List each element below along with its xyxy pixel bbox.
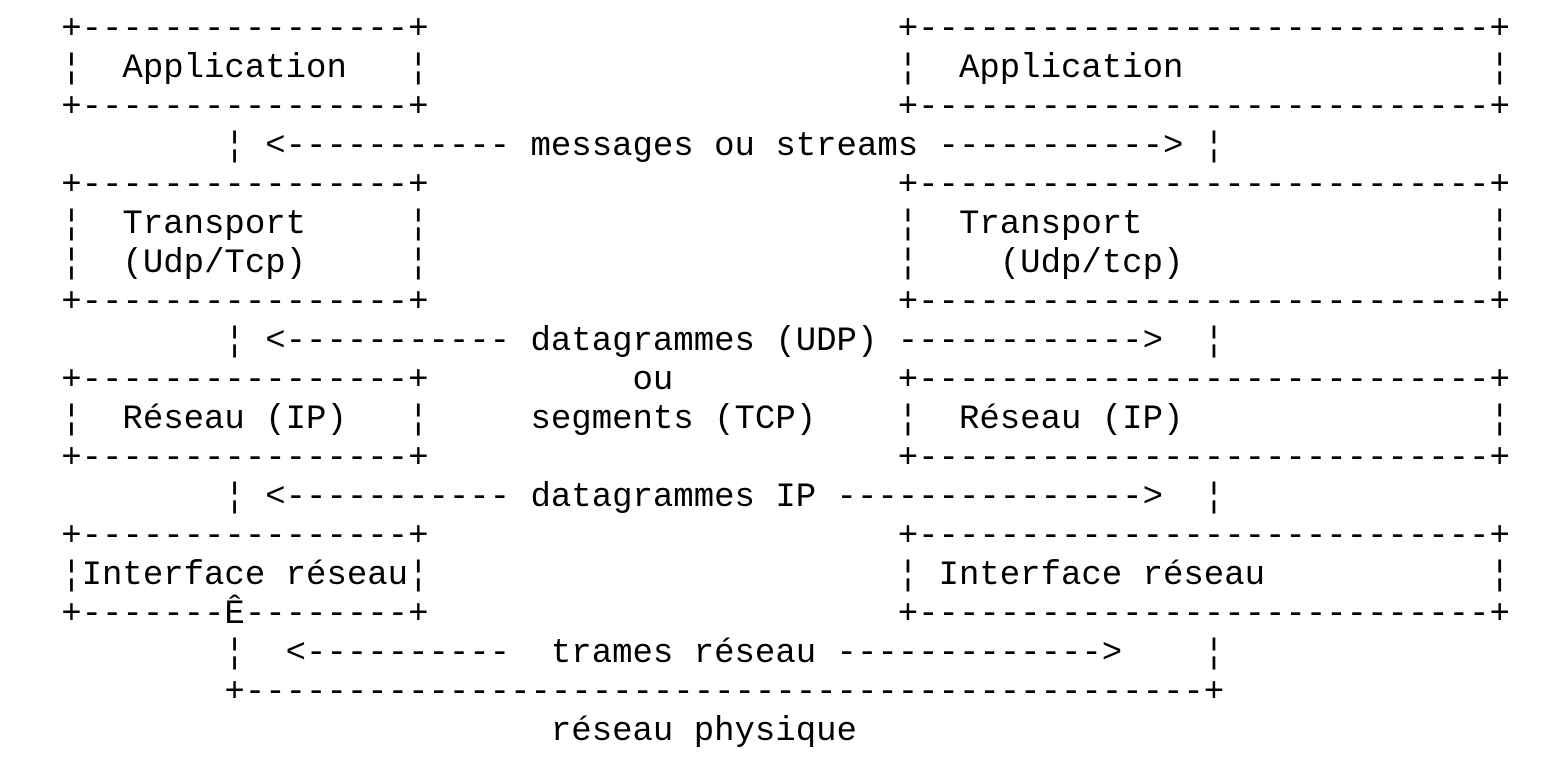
ascii-network-stack-diagram: +----------------+ +--------------------…	[61, 11, 1510, 751]
